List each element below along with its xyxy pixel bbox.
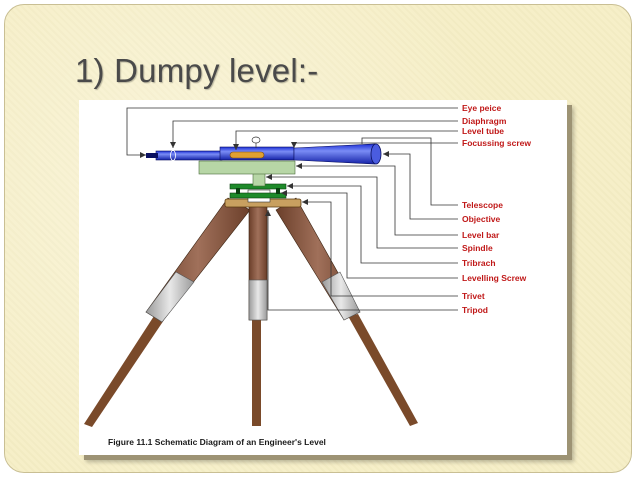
eyepiece [146, 153, 158, 158]
label-focussing-screw: Focussing screw [462, 138, 531, 148]
level-tube [229, 151, 265, 159]
label-telescope: Telescope [462, 200, 503, 210]
level-tube-bubble [251, 136, 261, 144]
label-trivet: Trivet [462, 291, 485, 301]
levelling-screw-right [276, 188, 280, 194]
slide-title: 1) Dumpy level:- [75, 52, 319, 89]
label-eye-piece: Eye peice [462, 103, 501, 113]
left-leg-lower [84, 316, 164, 427]
objective-lens [370, 143, 382, 165]
label-spindle: Spindle [462, 243, 493, 253]
label-objective: Objective [462, 214, 501, 224]
leader-arrowheads [140, 142, 389, 216]
tripod-legs [84, 197, 418, 427]
label-tribrach: Tribrach [462, 258, 496, 268]
label-tripod: Tripod [462, 305, 488, 315]
label-levelling-screw: Levelling Screw [462, 273, 527, 283]
left-leg-sleeve [145, 271, 195, 323]
figure-caption: Figure 11.1 Schematic Diagram of an Engi… [108, 437, 326, 447]
levelling-screw-left [236, 188, 240, 194]
center-leg-sleeve [248, 279, 268, 321]
center-leg-lower [252, 318, 261, 426]
label-diaphragm: Diaphragm [462, 116, 507, 126]
right-leg-lower [348, 314, 418, 426]
telescope-eyepiece-tube [155, 150, 223, 161]
diaphragm-ring [170, 150, 176, 161]
telescope [146, 136, 382, 165]
telescope-objective-tube [293, 143, 376, 165]
label-level-tube: Level tube [462, 126, 504, 136]
level-bar [198, 160, 296, 175]
leader-lines [126, 107, 458, 311]
label-level-bar: Level bar [462, 230, 500, 240]
